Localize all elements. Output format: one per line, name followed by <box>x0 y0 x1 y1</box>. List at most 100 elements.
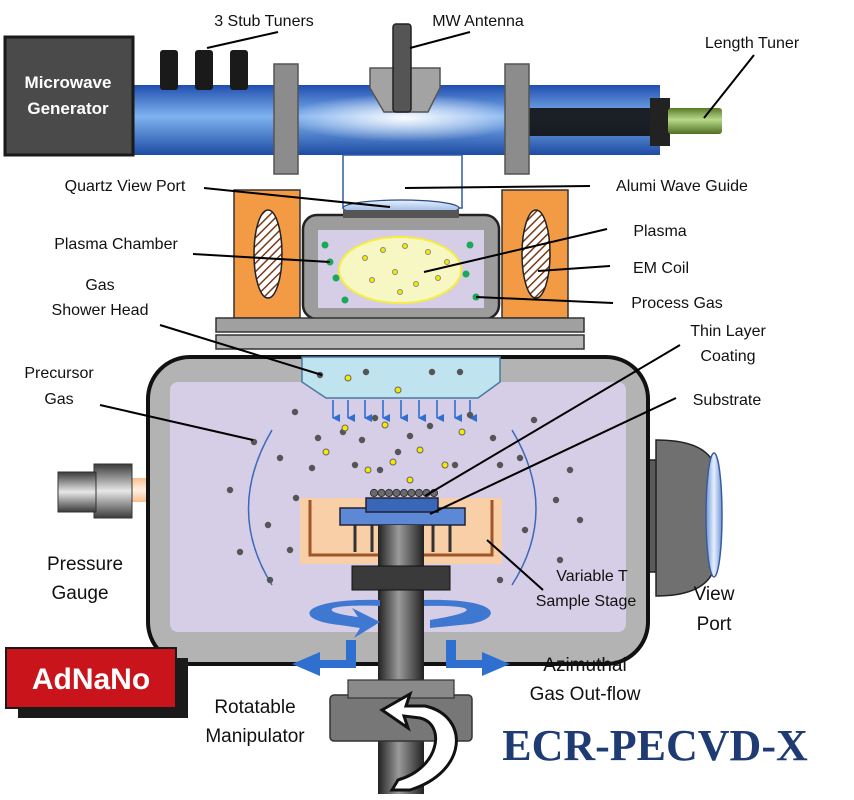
lead-precursor-gas <box>99 404 254 441</box>
plasma-chamber-label: Plasma Chamber <box>54 236 178 253</box>
pressure-gauge-label-1: Pressure <box>47 554 123 575</box>
precursor-gas-molecule <box>286 546 294 554</box>
plasma-ion <box>392 269 398 275</box>
precursor-gas-molecule <box>351 461 359 469</box>
precursor-gas-molecule <box>426 422 434 430</box>
lead-variable-t-stage <box>486 539 544 591</box>
microwave-generator <box>3 35 135 157</box>
rotatable-manipulator-label-1: Rotatable <box>214 697 295 718</box>
precursor-gas-molecule <box>496 576 504 584</box>
precursor-gas-molecule <box>308 464 316 472</box>
main-chamber-assembly <box>57 355 723 675</box>
plasma-source <box>215 154 585 350</box>
microwave-generator-label-1: Microwave <box>25 73 112 92</box>
precursor-gas-molecule <box>456 368 464 376</box>
azimuthal-outflow-label-1: Azimuthal <box>543 655 626 676</box>
lead-em-coil <box>537 265 611 272</box>
plasma-ion <box>444 259 450 265</box>
precursor-gas-molecule <box>266 576 274 584</box>
precursor-gas-molecule <box>358 436 366 444</box>
manipulator-shaft-chamber <box>378 525 424 675</box>
precursor-gas-molecule <box>406 432 414 440</box>
reactive-species <box>416 446 424 454</box>
em-coil-label: EM Coil <box>633 260 689 277</box>
waveguide-glow <box>285 94 525 142</box>
mw-antenna <box>392 23 412 113</box>
length-tuner-label: Length Tuner <box>705 35 800 52</box>
precursor-gas-molecule <box>362 368 370 376</box>
azimuthal-outflow-label-2: Gas Out-flow <box>530 684 641 705</box>
lead-quartz-view-port <box>203 187 391 208</box>
precursor-gas-molecule <box>576 516 584 524</box>
precursor-gas-molecule <box>530 416 538 424</box>
precursor-gas-molecule <box>552 496 560 504</box>
thin-layer-coating <box>369 488 439 498</box>
pressure-gauge-label-2: Gauge <box>51 583 108 604</box>
process-gas-particle <box>341 296 349 304</box>
adnano-logo: AdNaNo <box>5 647 188 718</box>
lead-mw-antenna <box>409 31 471 49</box>
lead-process-gas <box>475 296 614 304</box>
substrate <box>365 497 439 513</box>
view-port-label-2: Port <box>697 614 733 635</box>
alumi-wave-guide <box>342 154 463 209</box>
logo-box <box>5 647 177 709</box>
process-gas-label: Process Gas <box>631 295 723 312</box>
shaft-collar <box>351 565 451 591</box>
view-port <box>705 452 723 578</box>
coating-particle <box>399 488 409 498</box>
gas-outflow-arrow-left <box>292 640 356 676</box>
coating-particle <box>369 488 379 498</box>
reactive-species <box>406 476 414 484</box>
reactive-species <box>381 421 389 429</box>
precursor-gas-molecule <box>521 526 529 534</box>
stub-tuner-2 <box>195 50 213 90</box>
lead-substrate <box>429 397 677 515</box>
view-port-body <box>655 439 713 597</box>
coating-particle <box>407 488 416 498</box>
precursor-gas-molecule <box>236 548 244 556</box>
view-port-label-1: View <box>694 584 735 605</box>
waveguide-flange-right <box>504 63 530 175</box>
reactive-species <box>344 374 352 382</box>
microwave-generator-label-2: Generator <box>27 99 109 118</box>
field-line-right <box>511 429 537 586</box>
gas-shower-head <box>301 356 501 399</box>
waveguide-flange-left <box>273 63 299 175</box>
plasma-ion <box>397 289 403 295</box>
precursor-gas-molecule <box>292 494 300 502</box>
precursor-gas-molecule <box>566 466 574 474</box>
precursor-gas-particles <box>226 368 584 584</box>
coating-particle <box>377 488 386 498</box>
precursor-gas-molecule <box>376 466 384 474</box>
rotatable-manipulator <box>379 690 458 792</box>
precursor-gas-molecule <box>516 454 524 462</box>
plasma-ion <box>435 275 441 281</box>
variable-t-stage-label-2: Sample Stage <box>536 593 637 610</box>
reactive-species <box>341 424 349 432</box>
precursor-gas-molecule <box>394 448 402 456</box>
plasma-ion <box>380 247 386 253</box>
em-coil-right-winding <box>521 209 551 299</box>
manipulator-flange-top <box>347 679 455 699</box>
process-gas-particle <box>332 274 340 282</box>
gas-shower-head-label-1: Gas <box>85 277 114 294</box>
reactive-species <box>322 448 330 456</box>
mw-antenna-label: MW Antenna <box>432 13 524 30</box>
reactive-species <box>364 466 372 474</box>
plasma-ion <box>362 255 368 261</box>
precursor-gas-molecule <box>489 434 497 442</box>
coating-particle <box>392 488 401 498</box>
pressure-gauge-body <box>93 463 133 519</box>
coating-particle <box>414 488 424 498</box>
length-tuner-knob <box>668 108 722 134</box>
gas-shower-head-label-2: Shower Head <box>52 302 149 319</box>
rotation-arrow-chamber <box>309 599 380 638</box>
plasma-ion <box>425 249 431 255</box>
quartz-view-port-label: Quartz View Port <box>65 178 186 195</box>
field-line-left <box>247 429 273 586</box>
precursor-gas-molecule <box>466 411 474 419</box>
plasma-ion <box>369 277 375 283</box>
lead-stub-tuners <box>206 31 279 49</box>
